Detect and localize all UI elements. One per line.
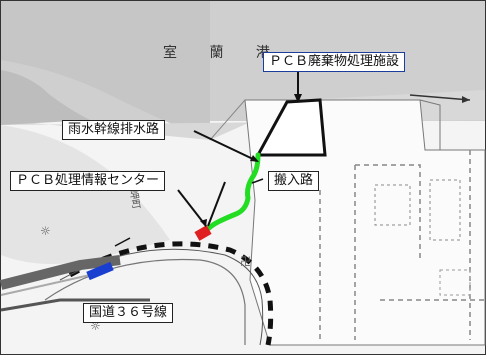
access-road-line <box>202 152 261 235</box>
access-road-label: 搬入路 <box>268 171 320 191</box>
info-center-marker <box>194 225 212 241</box>
route36-label: 国道３６号線 <box>83 303 174 323</box>
drain-label: 雨水幹線排水路 <box>62 120 166 140</box>
pcb-facility-outline <box>255 98 327 157</box>
svg-text:☼: ☼ <box>40 224 51 238</box>
info-center-label: ＰＣＢ処理情報センター <box>10 171 166 191</box>
harbor-name: 室 蘭 港 <box>163 45 284 61</box>
drain-leader <box>193 130 256 161</box>
svg-text:☼: ☼ <box>90 319 101 333</box>
info-center-leader <box>177 189 207 227</box>
access-road-leader <box>251 178 264 184</box>
svg-text:岬町: 岬町 <box>127 188 142 210</box>
route36-marker <box>86 261 114 281</box>
svg-text:卍: 卍 <box>240 255 251 268</box>
pcb-facility-label: ＰＣＢ廃棄物処理施設 <box>263 52 406 72</box>
